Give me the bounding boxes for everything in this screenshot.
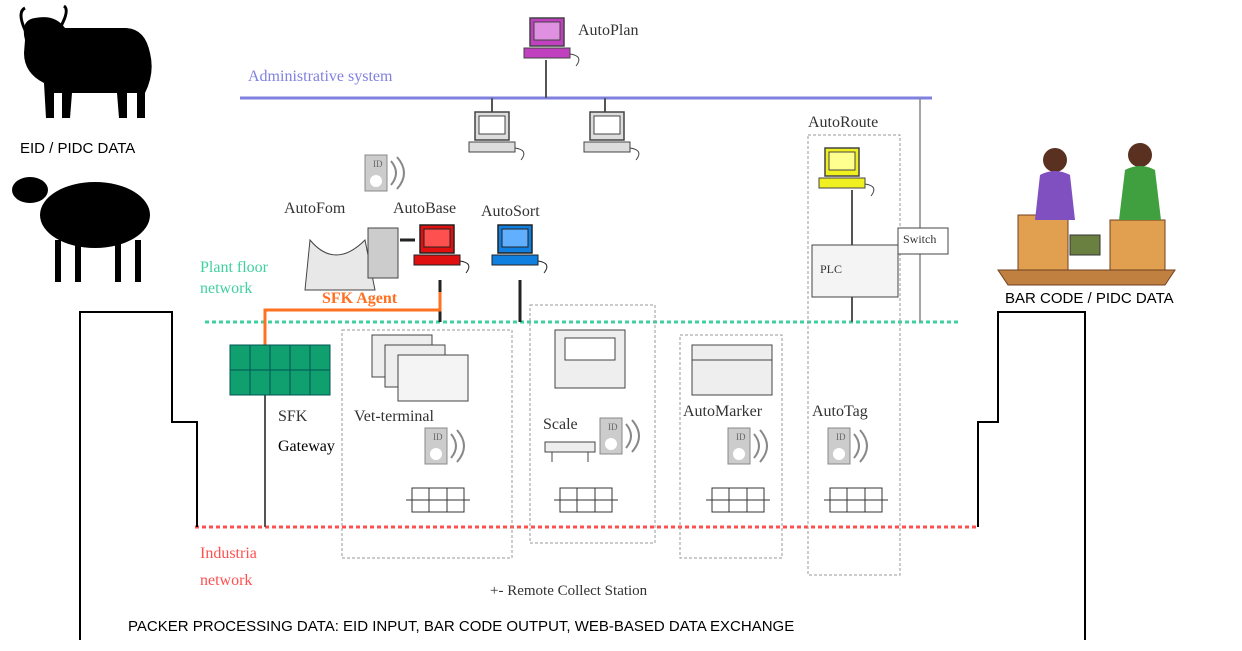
plant-floor-label-2: network: [200, 280, 253, 297]
autosort-label: AutoSort: [481, 203, 540, 220]
scale-label: Scale: [543, 416, 578, 433]
autobase-computer-icon: [413, 224, 470, 274]
eid-reader-icon: [727, 427, 768, 465]
sfk-gateway-icon: [229, 344, 331, 396]
admin-network-label: Administrative system: [248, 68, 393, 85]
sfk-agent-label: SFK Agent: [322, 290, 398, 307]
industrial-label-1: Industria: [200, 545, 257, 562]
autofom-icon: [304, 227, 399, 291]
switch-label: Switch: [903, 232, 937, 246]
printer-icon: [705, 487, 771, 513]
automarker-icon: [691, 344, 773, 396]
eid-reader-icon: [827, 427, 868, 465]
plc-label: PLC: [820, 262, 843, 276]
eid-reader-icon: [599, 417, 640, 455]
autobase-label: AutoBase: [393, 200, 457, 217]
industrial-label-2: network: [200, 572, 253, 589]
eid-reader-icon: [424, 427, 465, 465]
vet-terminal-label: Vet-terminal: [354, 408, 434, 425]
eid-pidc-label: EID / PIDC DATA: [20, 140, 136, 157]
printer-icon: [553, 487, 619, 513]
scale-icon: [544, 441, 596, 462]
sfk-label: SFK: [278, 408, 308, 425]
vet-terminal-icon: [371, 334, 469, 402]
eid-reader-icon: [364, 154, 405, 192]
remote-collect-label: +- Remote Collect Station: [490, 583, 648, 599]
autosort-computer-icon: [491, 224, 548, 274]
autotag-label: AutoTag: [812, 403, 868, 420]
facility-outline-right: [977, 311, 1086, 640]
switch-box: [897, 227, 949, 255]
sheep-icon: [12, 177, 150, 282]
autoroute-label: AutoRoute: [808, 114, 879, 131]
station-box-tag: [807, 134, 901, 576]
station-box-marker: [679, 334, 783, 559]
plant-floor-label-1: Plant floor: [200, 259, 268, 276]
autofom-label: AutoFom: [284, 200, 346, 217]
printer-icon: [823, 487, 889, 513]
station-box-vet: [341, 329, 513, 559]
autoplan-label: AutoPlan: [578, 22, 639, 39]
autoplan-computer-icon: [523, 17, 580, 67]
station-box-scale: [529, 304, 656, 544]
facility-outline: [79, 311, 198, 640]
scale-terminal-icon: [554, 329, 626, 389]
plc-icon: [811, 244, 899, 298]
autoroute-computer-icon: [818, 147, 875, 197]
barcode-pidc-label: BAR CODE / PIDC DATA: [1005, 290, 1174, 307]
printer-icon: [405, 487, 471, 513]
automarker-label: AutoMarker: [683, 403, 763, 420]
bull-icon: [19, 4, 152, 118]
gateway-label: Gateway: [278, 438, 335, 455]
footer-caption: PACKER PROCESSING DATA: EID INPUT, BAR C…: [128, 618, 795, 635]
workers-icon: [997, 143, 1176, 286]
admin-computer-icon: [583, 111, 640, 161]
admin-computer-icon: [468, 111, 525, 161]
